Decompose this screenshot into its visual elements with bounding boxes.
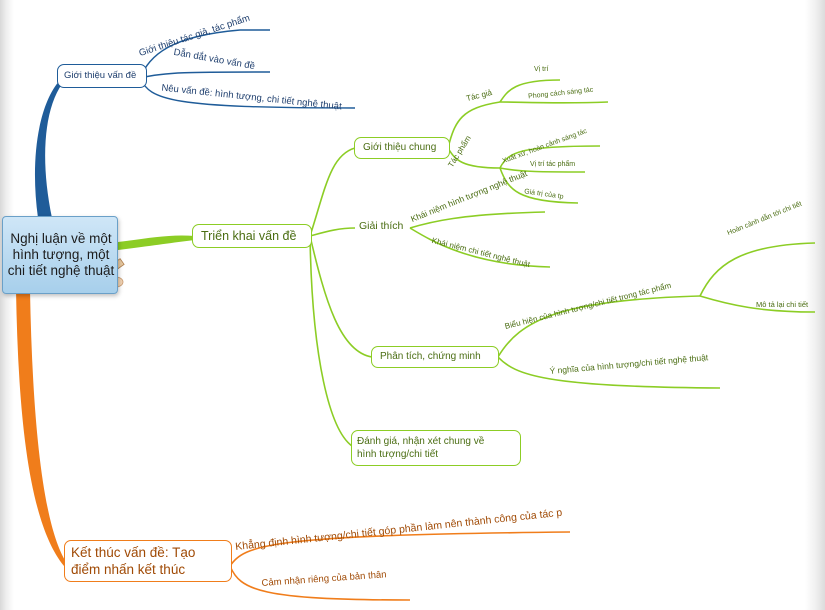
author-link-1 xyxy=(499,79,561,103)
root-label: Nghị luận về một hình tượng, một chi tiế… xyxy=(7,231,115,278)
intro-link-2 xyxy=(139,71,271,79)
analysis-label: Phân tích, chứng minh xyxy=(380,351,481,362)
analysis-link-meaning xyxy=(497,356,721,389)
expression-link-1 xyxy=(699,242,816,297)
analysis-node[interactable]: Phân tích, chứng minh xyxy=(371,346,499,368)
intro-main-branch xyxy=(34,80,62,218)
intro-label: Giới thiệu vấn đề xyxy=(64,70,137,81)
end-link-2 xyxy=(229,565,411,601)
evaluate-line-2: hình tượng/chi tiết xyxy=(357,449,439,460)
body-link-general xyxy=(309,147,356,237)
end-line-2: điểm nhấn kết thúc xyxy=(71,562,186,577)
general-link-author xyxy=(447,101,501,149)
expression-link-2 xyxy=(699,295,816,313)
author-child-1[interactable]: Vị trí xyxy=(534,66,549,73)
body-link-evaluate xyxy=(309,235,353,447)
end-link-1 xyxy=(229,531,571,567)
evaluate-line-1: Đánh giá, nhận xét chung về xyxy=(357,436,485,447)
work-link-1 xyxy=(499,145,601,169)
end-node[interactable]: Kết thúc vấn đề: Tạo điểm nhấn kết thúc xyxy=(64,540,232,582)
general-label: Giới thiệu chung xyxy=(363,142,437,153)
explain-link-2 xyxy=(409,227,551,268)
work-link-3 xyxy=(499,167,579,204)
evaluate-node[interactable]: Đánh giá, nhận xét chung về hình tượng/c… xyxy=(351,430,521,466)
body-link-explain xyxy=(309,227,356,237)
general-node[interactable]: Giới thiệu chung xyxy=(354,137,450,159)
body-node[interactable]: Triển khai vấn đề xyxy=(192,224,312,248)
analysis-link-expression xyxy=(497,295,701,358)
work-link-2 xyxy=(499,167,586,173)
end-main-branch xyxy=(16,290,66,566)
body-link-analysis xyxy=(309,235,373,358)
intro-node[interactable]: Giới thiệu vấn đề xyxy=(57,64,147,88)
author-link-2 xyxy=(499,101,609,104)
body-main-branch xyxy=(118,235,195,250)
expression-child-2[interactable]: Mô tả lại chi tiết xyxy=(756,300,809,309)
root-node[interactable]: Nghị luận về một hình tượng, một chi tiế… xyxy=(2,216,118,294)
end-line-1: Kết thúc vấn đề: Tạo xyxy=(71,545,196,560)
body-label: Triển khai vấn đề xyxy=(201,229,297,243)
work-child-2[interactable]: Vị trí tác phẩm xyxy=(530,161,576,168)
explain-node[interactable]: Giải thích xyxy=(359,220,404,232)
explain-link-1 xyxy=(409,211,546,229)
